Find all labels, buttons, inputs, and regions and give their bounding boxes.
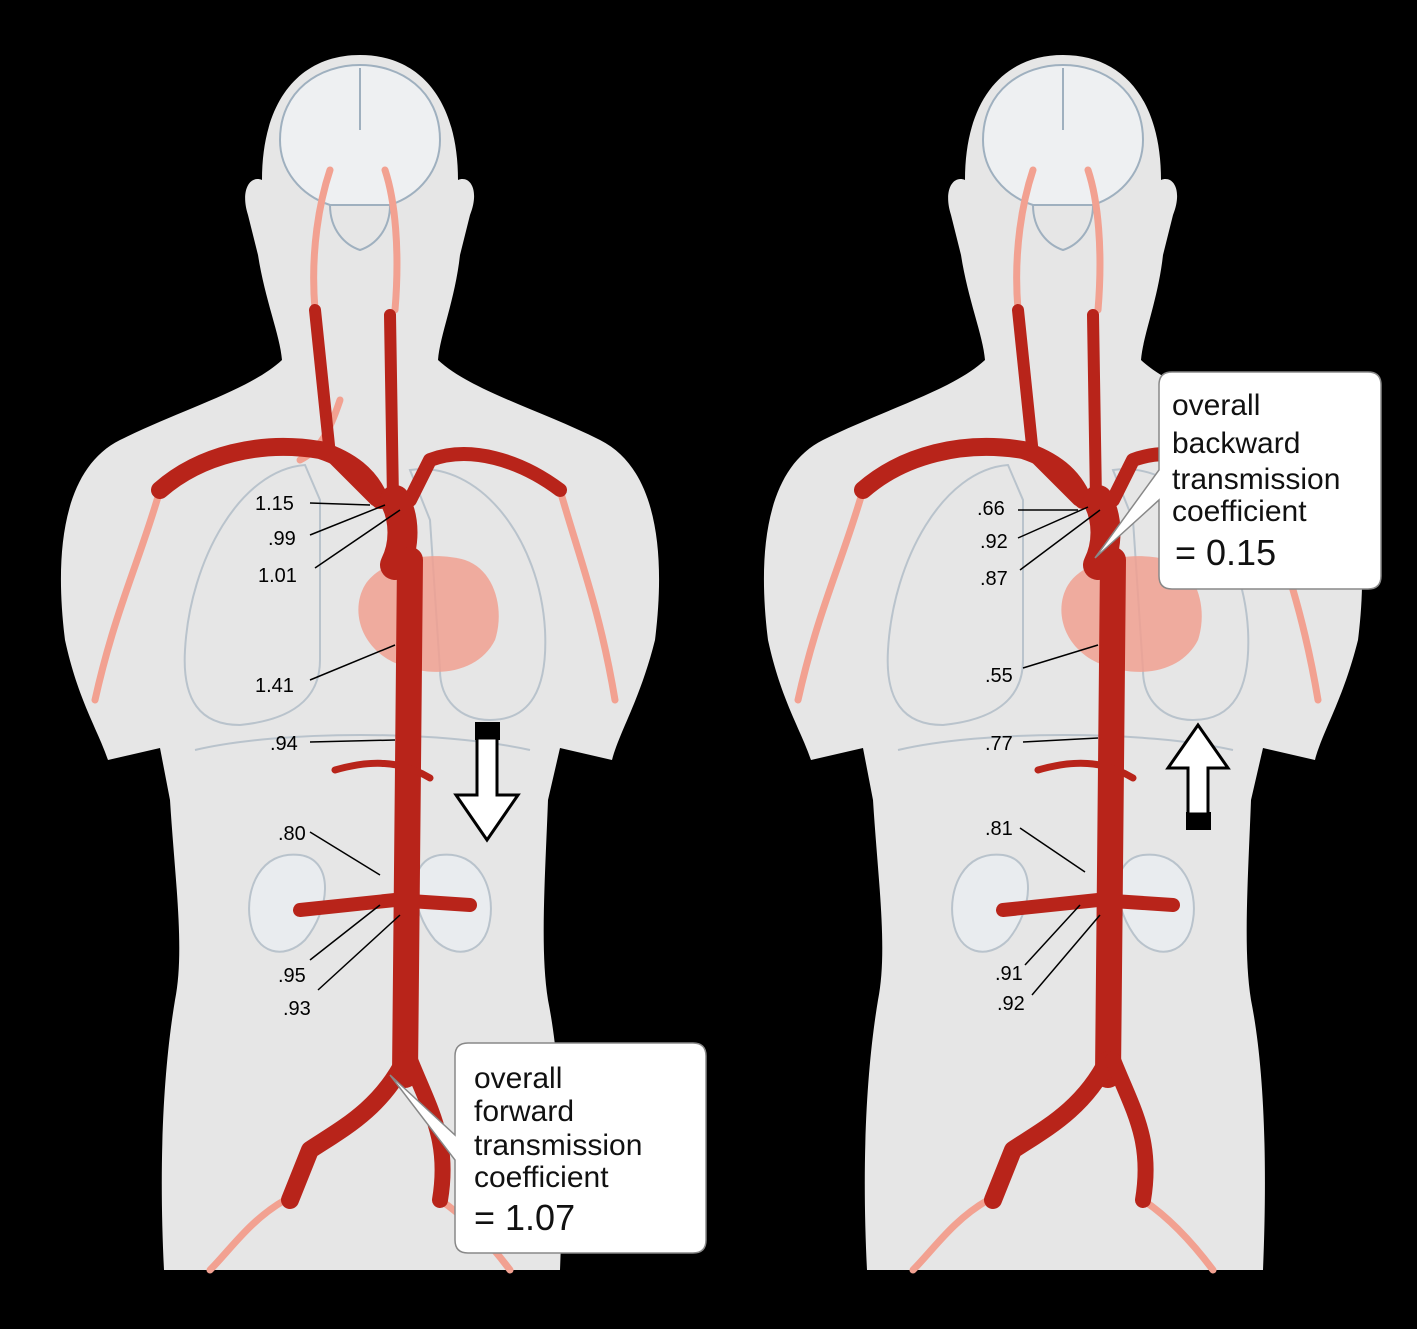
arrow-up-icon xyxy=(1165,722,1231,830)
label-renal-left: .91 xyxy=(995,963,1023,985)
backward-callout-value: = 0.15 xyxy=(1175,532,1276,573)
label-celiac: .94 xyxy=(270,733,298,755)
label-carotid: .92 xyxy=(980,531,1008,553)
label-carotid: .99 xyxy=(268,528,296,550)
forward-callout-line-4: coefficient xyxy=(474,1161,609,1194)
brain xyxy=(278,63,442,252)
backward-callout-line-4: coefficient xyxy=(1172,495,1307,528)
label-celiac: .77 xyxy=(985,733,1013,755)
label-subclavian: .66 xyxy=(977,498,1005,520)
forward-callout-line-2: forward xyxy=(474,1095,574,1128)
label-sma: .80 xyxy=(278,823,306,845)
forward-labels: .94 .80 .95 .93 1.15 .99 1.01 1.41 xyxy=(255,493,401,1020)
label-renal-right: .92 xyxy=(997,993,1025,1015)
label-sma: .81 xyxy=(985,818,1013,840)
label-renal-right: .93 xyxy=(283,998,311,1020)
label-arch: 1.01 xyxy=(258,565,297,587)
backward-callout-line-1: overall xyxy=(1172,389,1260,422)
forward-callout: overall forward transmission coefficient… xyxy=(389,1042,707,1254)
label-thoracic: 1.41 xyxy=(255,675,294,697)
arrow-down-icon xyxy=(453,722,521,843)
arteries xyxy=(854,304,1270,1209)
label-thoracic: .55 xyxy=(985,665,1013,687)
backward-callout-line-2: backward xyxy=(1172,427,1300,460)
heart xyxy=(358,556,499,672)
body-silhouette xyxy=(60,55,660,1270)
forward-callout-value: = 1.07 xyxy=(474,1197,575,1238)
figure-backward: .77 .81 .91 .92 .66 .92 .87 .55 overall … xyxy=(763,55,1382,1274)
forward-callout-line-3: transmission xyxy=(474,1129,642,1162)
small-arteries xyxy=(91,166,619,1274)
forward-callout-line-1: overall xyxy=(474,1062,562,1095)
brain xyxy=(981,63,1145,252)
backward-labels: .77 .81 .91 .92 .66 .92 .87 .55 xyxy=(977,498,1101,1015)
backward-callout: overall backward transmission coefficien… xyxy=(1094,371,1382,590)
label-renal-left: .95 xyxy=(278,965,306,987)
body-silhouette xyxy=(763,55,1363,1270)
label-subclavian: 1.15 xyxy=(255,493,294,515)
backward-callout-line-3: transmission xyxy=(1172,463,1340,496)
figure-forward: .94 .80 .95 .93 1.15 .99 1.01 1.41 overa… xyxy=(60,55,707,1274)
label-arch: .87 xyxy=(980,568,1008,590)
